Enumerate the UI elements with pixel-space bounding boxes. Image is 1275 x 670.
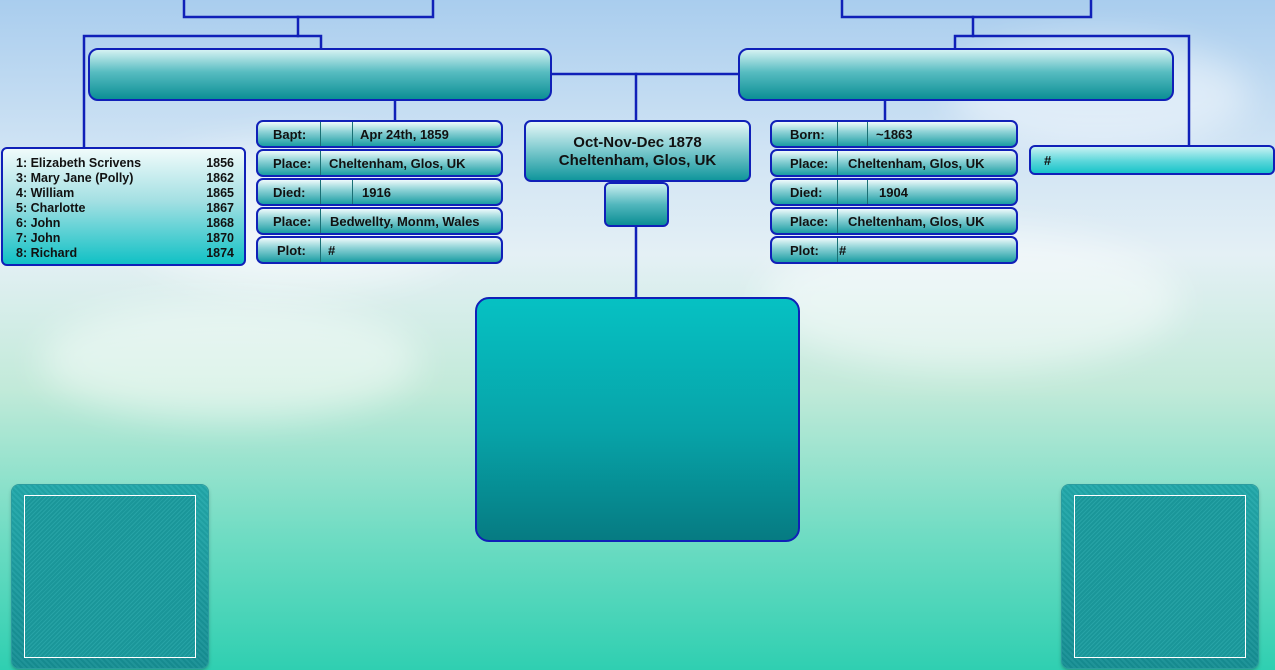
left-death-place-row[interactable]: Place: Bedwellty, Monm, Wales — [256, 207, 503, 235]
left-photo-frame[interactable] — [12, 485, 208, 668]
child-year: 1870 — [206, 231, 234, 245]
left-baptism-place-row[interactable]: Place: Cheltenham, Glos, UK — [256, 149, 503, 177]
plot-label: Plot: — [277, 243, 306, 258]
birth-place: Cheltenham, Glos, UK — [848, 156, 985, 171]
child-year: 1867 — [206, 201, 234, 215]
baptism-label: Bapt: — [273, 127, 307, 142]
right-death-row[interactable]: Died: 1904 — [770, 178, 1018, 206]
marriage-date: Oct-Nov-Dec 1878 — [573, 134, 702, 151]
place-label: Place: — [273, 214, 312, 229]
list-item[interactable]: 6: John 1868 — [16, 216, 234, 231]
right-death-place-row[interactable]: Place: Cheltenham, Glos, UK — [770, 207, 1018, 235]
baptism-place: Cheltenham, Glos, UK — [329, 156, 466, 171]
child-name: 3: Mary Jane (Polly) — [16, 171, 134, 185]
child-year: 1865 — [206, 186, 234, 200]
children-list: 1: Elizabeth Scrivens 1856 3: Mary Jane (… — [1, 147, 246, 266]
death-label: Died: — [273, 185, 306, 200]
place-label: Place: — [790, 214, 829, 229]
family-notes-box[interactable] — [475, 297, 800, 542]
death-date: 1904 — [879, 185, 908, 200]
spouse-note-value: # — [1044, 153, 1052, 168]
marriage-box[interactable]: Oct-Nov-Dec 1878 Cheltenham, Glos, UK — [524, 120, 751, 182]
child-name: 1: Elizabeth Scrivens — [16, 156, 142, 170]
cloud — [40, 300, 420, 420]
child-year: 1862 — [206, 171, 234, 185]
child-year: 1868 — [206, 216, 234, 230]
child-name: 4: William — [16, 186, 75, 200]
list-item[interactable]: 8: Richard 1874 — [16, 246, 234, 261]
left-death-row[interactable]: Died: 1916 — [256, 178, 503, 206]
photo-placeholder — [1074, 495, 1246, 658]
child-year: 1874 — [206, 246, 234, 260]
child-name: 8: Richard — [16, 246, 78, 260]
place-label: Place: — [273, 156, 312, 171]
right-plot-row[interactable]: Plot: # — [770, 236, 1018, 264]
right-person-name-bar[interactable] — [738, 48, 1174, 101]
child-year: 1856 — [206, 156, 234, 170]
plot-value: # — [839, 243, 847, 258]
child-name: 6: John — [16, 216, 61, 230]
child-name: 7: John — [16, 231, 61, 245]
death-date: 1916 — [362, 185, 391, 200]
birth-date: ~1863 — [876, 127, 913, 142]
list-item[interactable]: 5: Charlotte 1867 — [16, 201, 234, 216]
baptism-date: Apr 24th, 1859 — [360, 127, 449, 142]
list-item[interactable]: 3: Mary Jane (Polly) 1862 — [16, 171, 234, 186]
marriage-place: Cheltenham, Glos, UK — [558, 152, 717, 169]
death-label: Died: — [790, 185, 823, 200]
right-birth-row[interactable]: Born: ~1863 — [770, 120, 1018, 148]
left-plot-row[interactable]: Plot: # — [256, 236, 503, 264]
death-place: Cheltenham, Glos, UK — [848, 214, 985, 229]
right-photo-frame[interactable] — [1062, 485, 1258, 668]
list-item[interactable]: 4: William 1865 — [16, 186, 234, 201]
marriage-connector-box[interactable] — [604, 182, 669, 227]
right-birth-place-row[interactable]: Place: Cheltenham, Glos, UK — [770, 149, 1018, 177]
left-baptism-row[interactable]: Bapt: Apr 24th, 1859 — [256, 120, 503, 148]
death-place: Bedwellty, Monm, Wales — [330, 214, 480, 229]
place-label: Place: — [790, 156, 829, 171]
plot-value: # — [328, 243, 336, 258]
child-name: 5: Charlotte — [16, 201, 86, 215]
birth-label: Born: — [790, 127, 825, 142]
spouse-note-box[interactable]: # — [1029, 145, 1275, 175]
list-item[interactable]: 1: Elizabeth Scrivens 1856 — [16, 156, 234, 171]
photo-placeholder — [24, 495, 196, 658]
list-item[interactable]: 7: John 1870 — [16, 231, 234, 246]
left-person-name-bar[interactable] — [88, 48, 552, 101]
plot-label: Plot: — [790, 243, 819, 258]
